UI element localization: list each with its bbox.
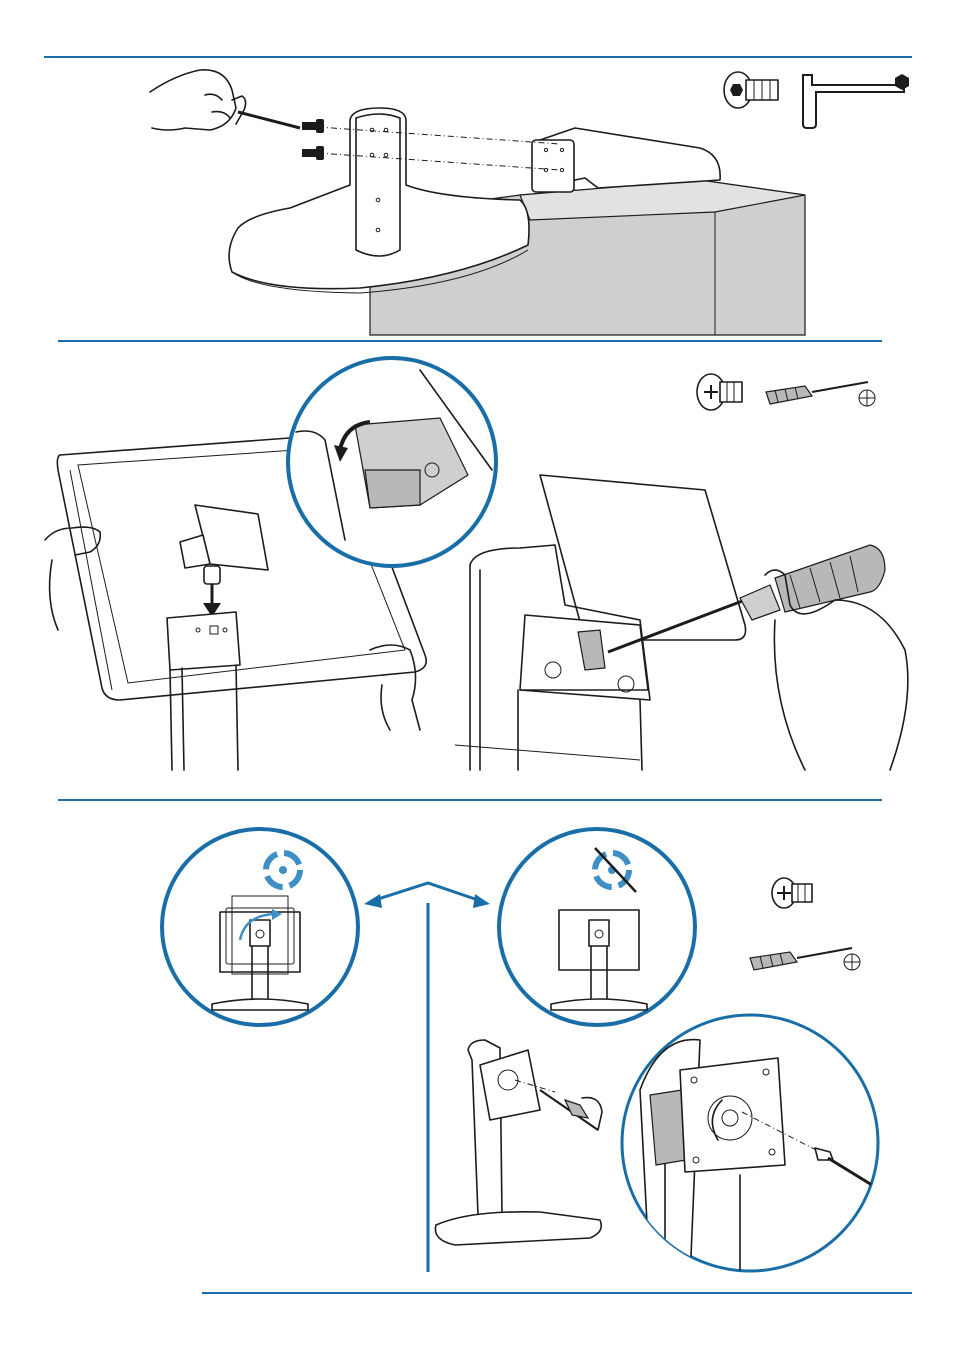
zoom-detail-vesa-screw [622, 1015, 880, 1280]
phillips-screwdriver-icon [766, 382, 875, 406]
phillips-screw-icon-step3 [772, 878, 812, 908]
step3-illustration [162, 829, 880, 1280]
option-fork-arrow [364, 883, 490, 1272]
base-screws [302, 119, 324, 160]
zoom-detail-latch [288, 358, 496, 566]
step2-illustration [45, 358, 908, 770]
monitor-head [532, 128, 720, 192]
stand-small-view [435, 1040, 602, 1245]
phillips-screw-icon [697, 374, 742, 410]
button-head-screw-icon [724, 72, 778, 108]
detail-screwdriver-fastening [455, 475, 908, 770]
option-rotation-enabled [162, 829, 358, 1025]
option-rotation-disabled [499, 829, 695, 1025]
step1-illustration [150, 70, 909, 335]
hand-with-hex-key [150, 70, 300, 130]
phillips-screwdriver-icon-step3 [750, 948, 860, 970]
hex-key-icon [803, 74, 909, 128]
